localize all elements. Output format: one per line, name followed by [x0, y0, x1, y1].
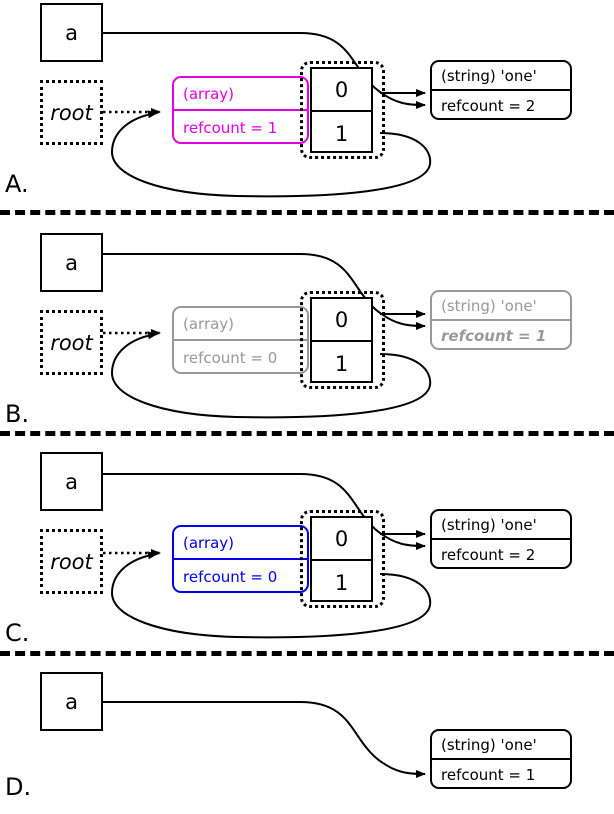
bucket-index-1[interactable]: 1	[312, 112, 371, 155]
array-buckets-wrapper	[300, 291, 385, 389]
variable-label: a	[65, 689, 78, 714]
array-buckets-wrapper	[300, 510, 385, 608]
panel-d: a (string) 'one' refcount = 1 D.	[0, 661, 614, 814]
string-type-row: (string) 'one'	[432, 511, 570, 540]
panel-label-a-text: A.	[5, 170, 29, 198]
string-refcount-label: refcount = 2	[441, 545, 536, 564]
variable-label: a	[65, 250, 78, 275]
array-refcount-row: refcount = 1	[174, 111, 307, 142]
array-type-label: (array)	[183, 314, 235, 333]
bucket-index-0[interactable]: 0	[312, 518, 371, 561]
string-node[interactable]: (string) 'one' refcount = 2	[430, 60, 572, 120]
root-box[interactable]: root	[40, 80, 103, 145]
panel-label-a: A.	[5, 170, 29, 198]
array-buckets[interactable]: 0 1	[310, 516, 373, 602]
root-box[interactable]: root	[40, 310, 103, 375]
array-refcount-row: refcount = 0	[174, 341, 307, 372]
string-node[interactable]: (string) 'one' refcount = 1	[430, 729, 572, 789]
array-type-row: (array)	[174, 308, 307, 341]
bucket-index-1[interactable]: 1	[312, 342, 371, 385]
array-node[interactable]: (array) refcount = 0	[172, 525, 309, 593]
string-refcount-row: refcount = 2	[432, 91, 570, 118]
array-refcount-row: refcount = 0	[174, 560, 307, 591]
string-type-row: (string) 'one'	[432, 62, 570, 91]
variable-label: a	[65, 20, 78, 45]
string-type-label: (string) 'one'	[441, 296, 537, 315]
array-type-row: (array)	[174, 78, 307, 111]
array-buckets[interactable]: 0 1	[310, 297, 373, 383]
panel-label-c-text: C.	[5, 619, 30, 647]
panel-label-c: C.	[5, 619, 29, 647]
array-refcount-label: refcount = 0	[183, 567, 278, 586]
string-refcount-label: refcount = 1	[441, 765, 536, 784]
string-refcount-label: refcount = 2	[441, 96, 536, 115]
string-type-row: (string) 'one'	[432, 731, 570, 760]
root-label: root	[50, 549, 93, 574]
panel-label-d-text: D.	[5, 773, 32, 801]
panel-separator-3	[0, 651, 614, 656]
string-node[interactable]: (string) 'one' refcount = 1	[430, 290, 572, 350]
array-node[interactable]: (array) refcount = 1	[172, 76, 309, 144]
bucket-index-0[interactable]: 0	[312, 69, 371, 112]
panel-b: a root (array) refcount = 0 0 1 (string)…	[0, 221, 614, 431]
string-refcount-row: refcount = 1	[432, 760, 570, 787]
bucket-index-1-label: 1	[334, 121, 349, 146]
variable-box-a[interactable]: a	[40, 672, 103, 731]
string-refcount-row: refcount = 1	[432, 321, 570, 348]
panel-separator-2	[0, 431, 614, 436]
string-type-row: (string) 'one'	[432, 292, 570, 321]
panel-a: a root (array) refcount = 1 0 1 (string)…	[0, 0, 614, 210]
variable-box-a[interactable]: a	[40, 233, 103, 292]
string-type-label: (string) 'one'	[441, 66, 537, 85]
string-refcount-label: refcount = 1	[441, 326, 547, 345]
variable-box-a[interactable]: a	[40, 452, 103, 511]
array-node[interactable]: (array) refcount = 0	[172, 306, 309, 374]
variable-box-a[interactable]: a	[40, 3, 103, 62]
array-type-label: (array)	[183, 533, 235, 552]
bucket-index-0-label: 0	[334, 526, 349, 551]
root-label: root	[50, 330, 93, 355]
string-refcount-row: refcount = 2	[432, 540, 570, 567]
panel-c: a root (array) refcount = 0 0 1 (string)…	[0, 441, 614, 651]
array-type-row: (array)	[174, 527, 307, 560]
root-label: root	[50, 100, 93, 125]
string-type-label: (string) 'one'	[441, 735, 537, 754]
root-box[interactable]: root	[40, 529, 103, 594]
bucket-index-1-label: 1	[334, 351, 349, 376]
string-node[interactable]: (string) 'one' refcount = 2	[430, 509, 572, 569]
array-buckets-wrapper	[300, 61, 385, 159]
array-buckets[interactable]: 0 1	[310, 67, 373, 153]
panel-label-d: D.	[5, 773, 31, 801]
variable-label: a	[65, 469, 78, 494]
array-type-label: (array)	[183, 84, 235, 103]
bucket-index-1[interactable]: 1	[312, 561, 371, 604]
panel-label-b: B.	[5, 400, 29, 428]
bucket-index-0-label: 0	[334, 77, 349, 102]
panel-separator-1	[0, 210, 614, 215]
string-type-label: (string) 'one'	[441, 515, 537, 534]
panel-label-b-text: B.	[5, 400, 30, 428]
bucket-index-0-label: 0	[334, 307, 349, 332]
bucket-index-0[interactable]: 0	[312, 299, 371, 342]
array-refcount-label: refcount = 1	[183, 118, 278, 137]
array-refcount-label: refcount = 0	[183, 348, 278, 367]
bucket-index-1-label: 1	[334, 570, 349, 595]
